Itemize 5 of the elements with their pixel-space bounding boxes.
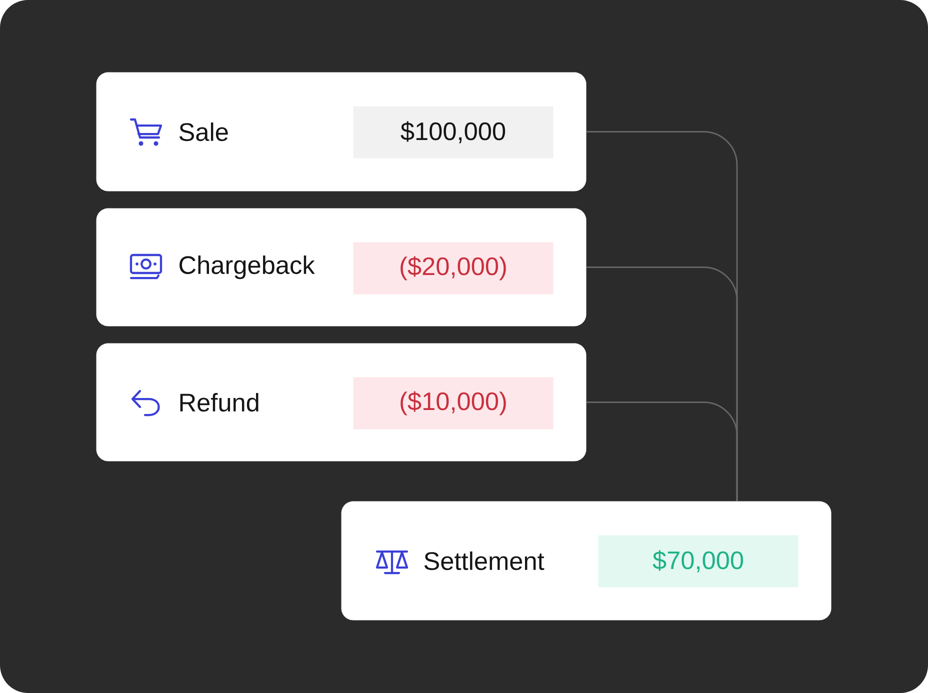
amount-box: $100,000: [353, 106, 554, 158]
amount-box: $70,000: [598, 535, 798, 588]
amount-box: ($20,000): [353, 242, 554, 294]
amount-box: ($10,000): [353, 377, 554, 430]
connector-line: [586, 402, 738, 501]
